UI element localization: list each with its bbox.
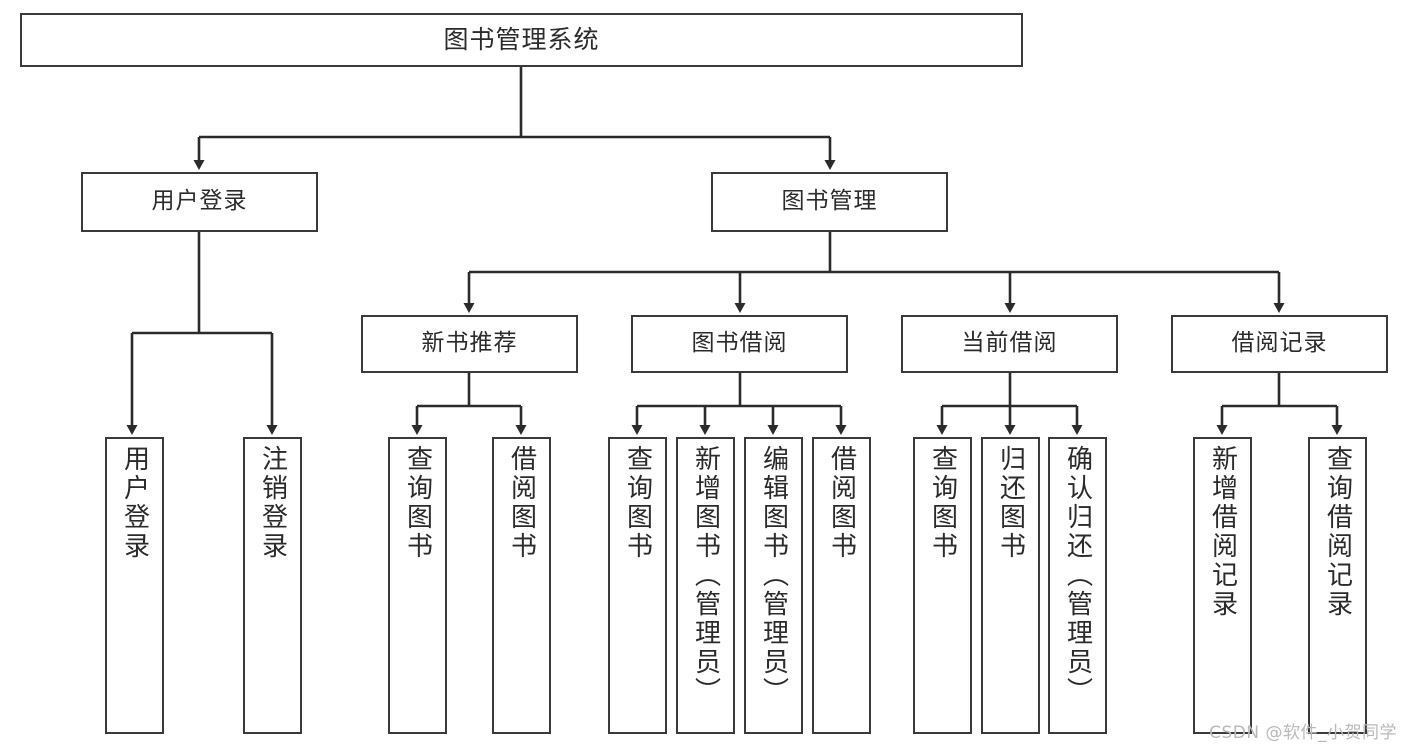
leaf-borrow-book[interactable]: 借阅图书 [812,437,871,734]
node-label: 查询借阅记录 [1322,445,1353,619]
leaf-edit-book-admin[interactable]: 编辑图书（管理员） [744,437,803,734]
node-label: 借阅记录 [1231,330,1328,357]
leaf-query-book-current[interactable]: 查询图书 [913,437,972,734]
node-user-login[interactable]: 用户登录 [81,172,318,232]
node-label: 归还图书 [995,445,1026,561]
leaf-user-login[interactable]: 用户登录 [105,437,164,734]
leaf-borrow-book-new[interactable]: 借阅图书 [492,437,551,734]
node-book-borrow[interactable]: 图书借阅 [631,315,848,373]
node-label: 编辑图书（管理员） [758,445,789,706]
node-label: 查询图书 [927,445,958,561]
node-label: 图书借阅 [691,330,788,357]
leaf-query-book-new[interactable]: 查询图书 [388,437,447,734]
node-label: 查询图书 [622,445,653,561]
node-new-book-recommend[interactable]: 新书推荐 [361,315,578,373]
leaf-query-borrow-record[interactable]: 查询借阅记录 [1308,437,1367,734]
node-current-borrow[interactable]: 当前借阅 [901,315,1118,373]
node-label: 当前借阅 [961,330,1058,357]
node-label: 确认归还（管理员） [1062,445,1093,706]
node-label: 查询图书 [402,445,433,561]
node-book-management[interactable]: 图书管理 [711,172,948,232]
node-label: 用户登录 [119,445,150,561]
node-label: 借阅图书 [826,445,857,561]
node-label: 图书管理 [781,188,878,215]
node-label: 注销登录 [257,445,288,561]
node-borrow-record[interactable]: 借阅记录 [1171,315,1388,373]
leaf-add-book-admin[interactable]: 新增图书（管理员） [676,437,735,734]
leaf-return-book[interactable]: 归还图书 [981,437,1040,734]
csdn-watermark: CSDN @软件_小贺同学 [1209,723,1397,743]
node-label: 新书推荐 [421,330,518,357]
node-label: 新增图书（管理员） [690,445,721,706]
leaf-user-logout[interactable]: 注销登录 [243,437,302,734]
node-label: 新增借阅记录 [1207,445,1238,619]
leaf-confirm-return-admin[interactable]: 确认归还（管理员） [1048,437,1107,734]
node-label: 图书管理系统 [443,25,600,55]
node-root-system[interactable]: 图书管理系统 [20,13,1023,67]
leaf-query-book[interactable]: 查询图书 [608,437,667,734]
node-label: 用户登录 [151,188,248,215]
node-label: 借阅图书 [506,445,537,561]
leaf-add-borrow-record[interactable]: 新增借阅记录 [1193,437,1252,734]
